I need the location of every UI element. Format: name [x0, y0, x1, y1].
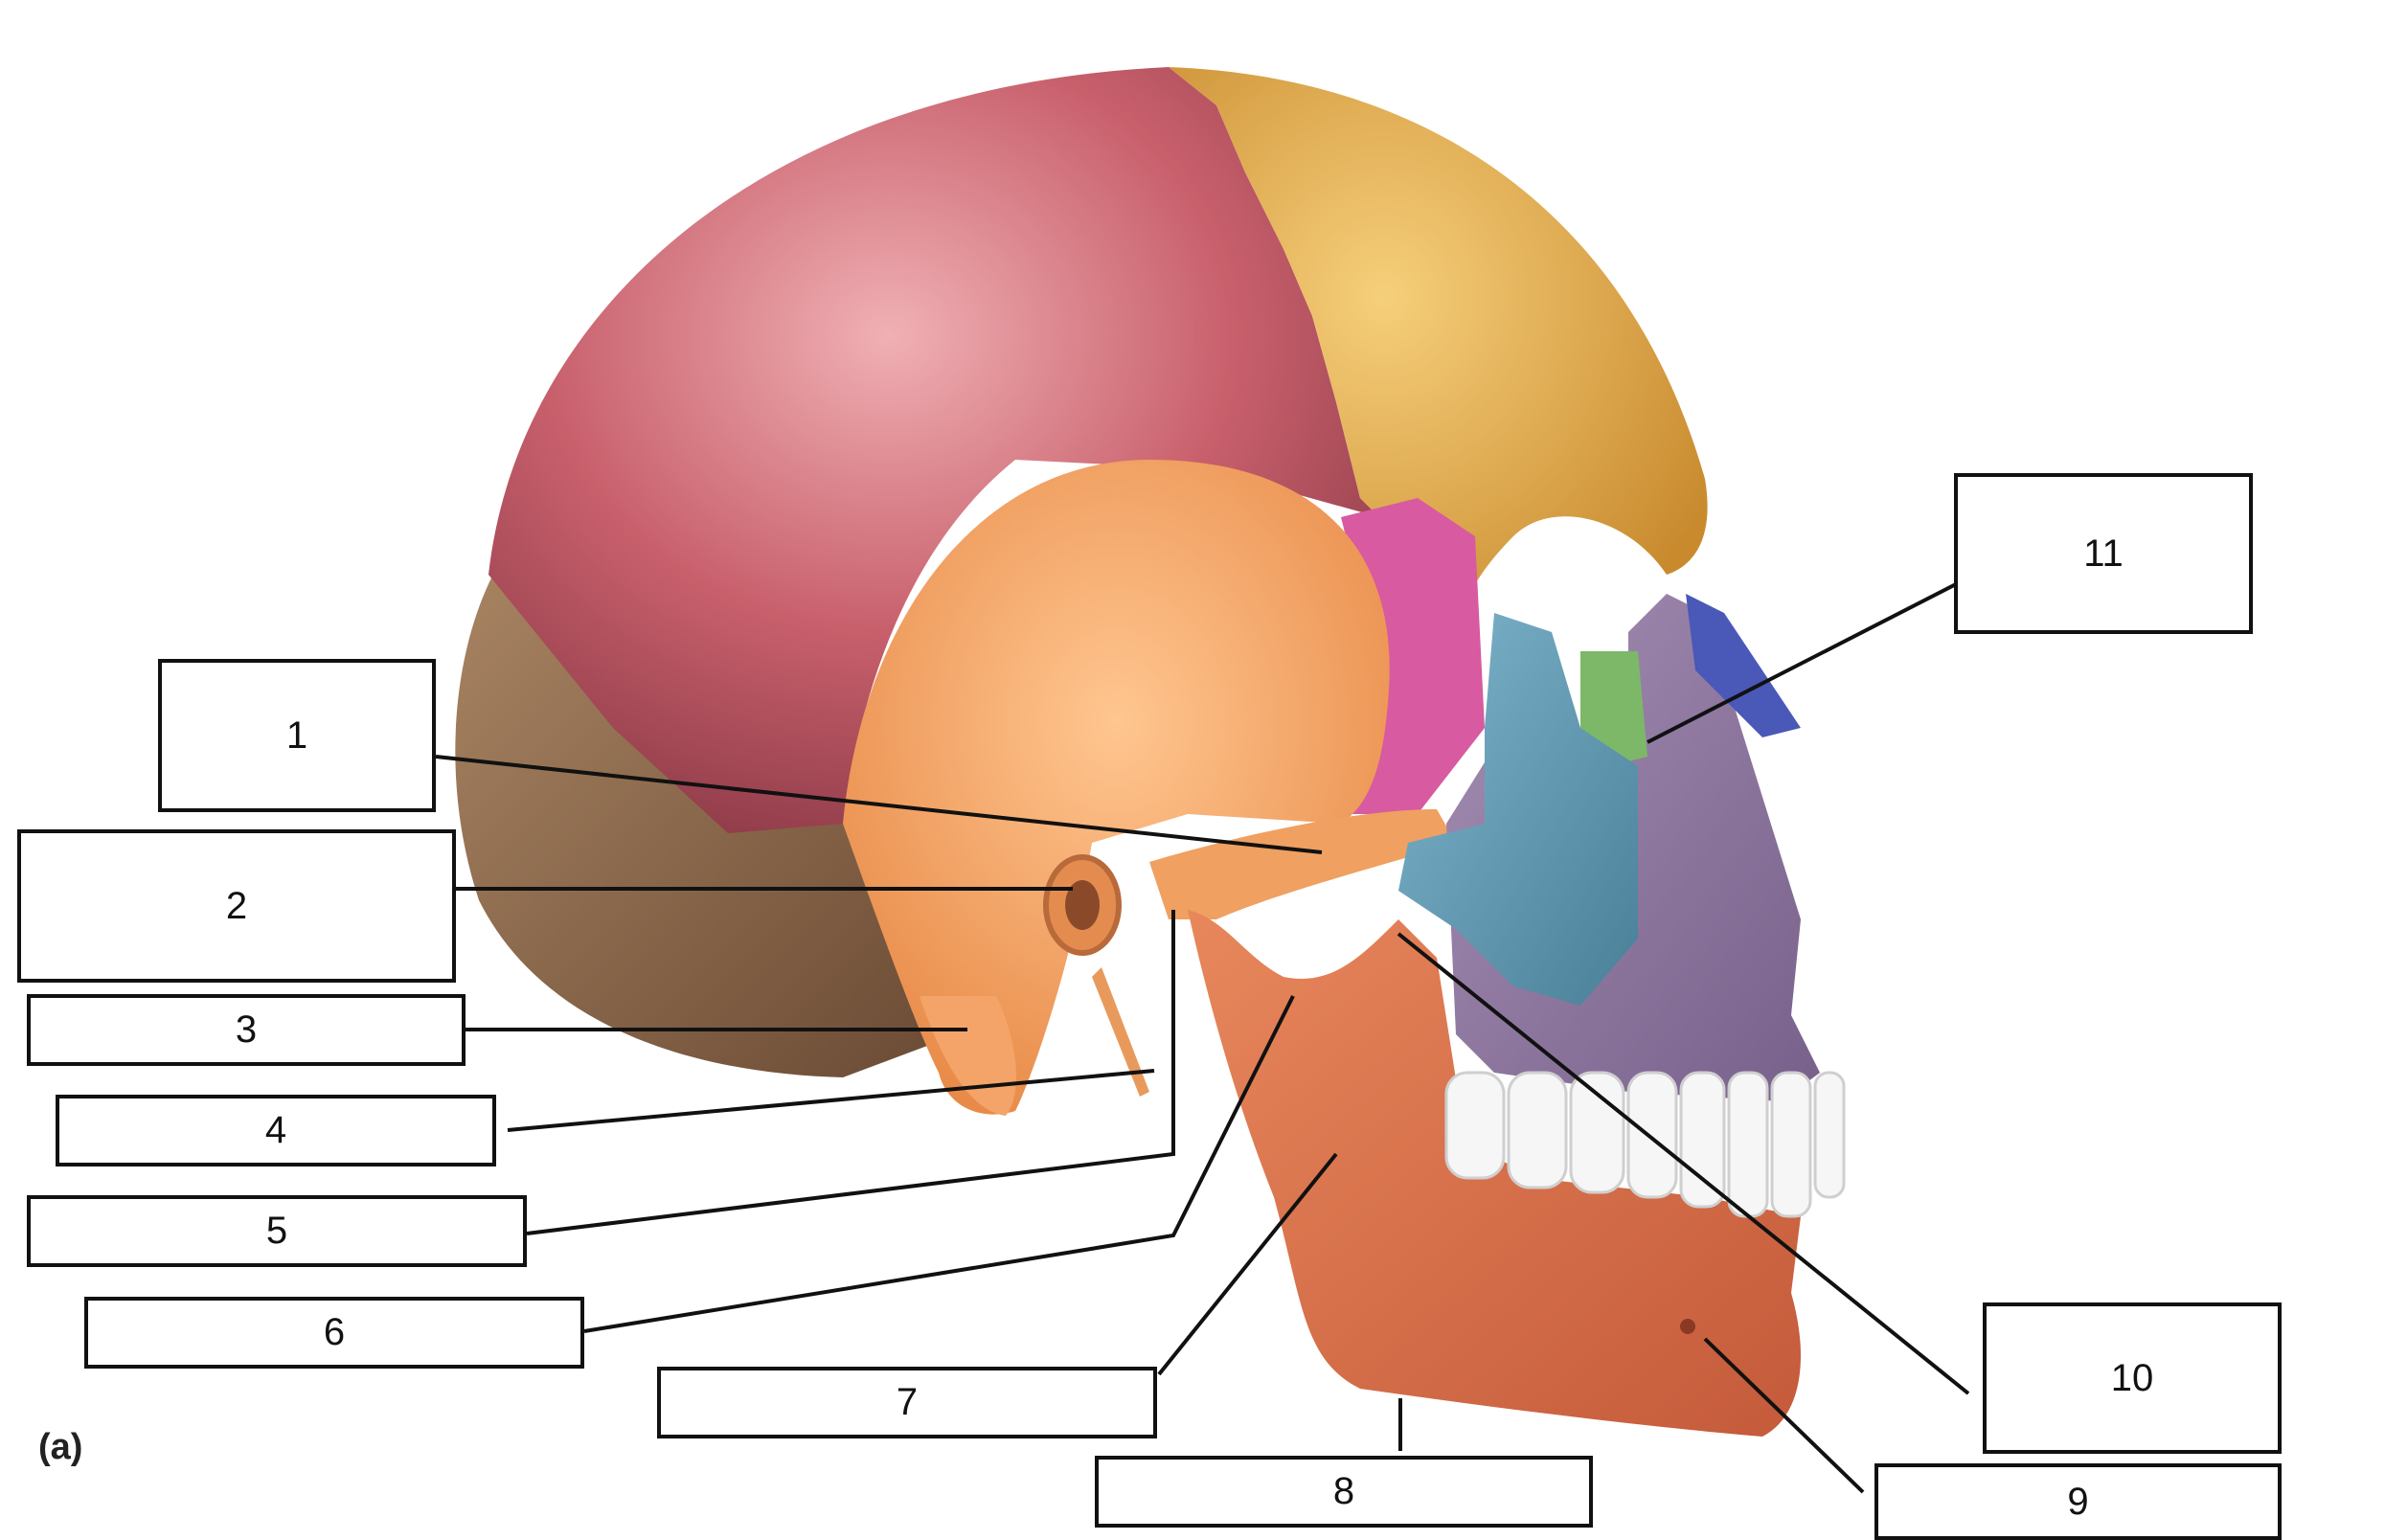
label-number: 2 [225, 884, 248, 927]
label-box-1[interactable]: 1 [158, 659, 436, 812]
lacrimal-bone [1580, 651, 1647, 766]
label-box-8[interactable]: 8 [1095, 1456, 1593, 1528]
zygomatic-bone [1398, 613, 1638, 1006]
label-number: 5 [265, 1210, 288, 1252]
label-box-3[interactable]: 3 [27, 994, 466, 1066]
label-box-6[interactable]: 6 [84, 1297, 584, 1369]
label-box-5[interactable]: 5 [27, 1195, 527, 1267]
teeth-row [1444, 1071, 1846, 1218]
label-box-4[interactable]: 4 [56, 1095, 496, 1166]
leader-lines [435, 582, 1970, 1494]
label-number: 6 [323, 1311, 346, 1353]
zygomatic-arch [1149, 809, 1456, 919]
parietal-bone [488, 67, 1379, 833]
nasal-bone [1686, 594, 1801, 737]
label-number: 1 [285, 713, 308, 757]
label-number: 10 [2110, 1356, 2154, 1399]
label-number: 11 [2083, 532, 2124, 575]
label-box-10[interactable]: 10 [1983, 1302, 2282, 1454]
figure-label: (a) [38, 1427, 83, 1467]
label-box-11[interactable]: 11 [1954, 473, 2253, 634]
label-number: 3 [235, 1008, 258, 1051]
label-box-2[interactable]: 2 [17, 829, 456, 983]
label-number: 4 [264, 1109, 287, 1151]
styloid-process [1092, 967, 1149, 1097]
label-number: 7 [896, 1381, 919, 1423]
occipital-bone [455, 565, 958, 1077]
label-number: 9 [2067, 1480, 2089, 1523]
frontal-bone [1169, 67, 1708, 642]
label-box-9[interactable]: 9 [1874, 1463, 2282, 1540]
label-box-7[interactable]: 7 [657, 1367, 1157, 1438]
label-number: 8 [1332, 1470, 1355, 1512]
temporal-bone [843, 460, 1390, 1115]
mental-foramen [1680, 1319, 1695, 1334]
